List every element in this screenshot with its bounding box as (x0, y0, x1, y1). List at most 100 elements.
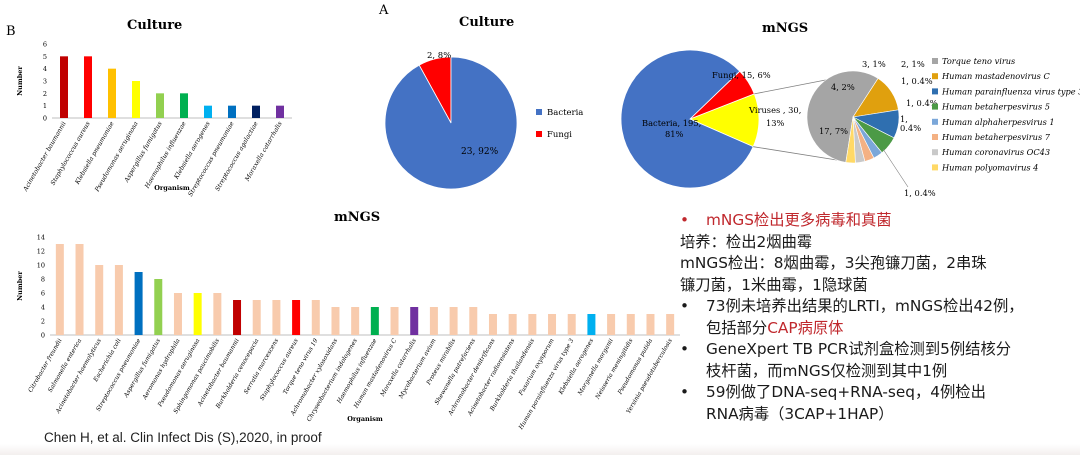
culture-bar-category-label-2: Klebsiella pneumoniae (74, 120, 116, 186)
mngs-bar-bar-25 (548, 314, 557, 335)
mngs-subpie-slice-6 (852, 116, 866, 164)
mngs-pie-slice-bacteria (620, 49, 754, 189)
bullet-2: • (680, 297, 690, 315)
culture-pie-label-fungi: 2, 8% (427, 51, 451, 61)
culture-bar-y-tick-0: 0 (43, 115, 47, 123)
bullet-3: • (680, 340, 690, 358)
mngs-subpie-legend-5: Human betaherpesvirus 7 (941, 132, 1051, 142)
mngs-subpie-label-6b: 0.4% (900, 123, 921, 133)
mngs-subpie-legend-3: Human betaherpesvirus 5 (941, 102, 1050, 112)
mngs-pie-slice-viruses (688, 93, 760, 148)
mngs-subpie-slice-5 (852, 116, 875, 162)
mngs-bar-category-label-28: Morganella morganii (576, 337, 615, 397)
mngs-pie-connector-upper (754, 76, 842, 95)
mngs-bar-bar-17 (390, 307, 399, 335)
culture-bar-y-tick-5: 5 (43, 53, 47, 61)
mngs-bar-bar-3 (114, 265, 123, 335)
mngs-bar-category-label-22: Achromobacter denitrificans (447, 338, 497, 418)
culture-bar-bar-9 (276, 105, 284, 118)
mngs-bar-category-label-23: Acinetobacter radioresistens (466, 338, 516, 418)
mngs-subpie-label-7: 1, 0.4% (904, 188, 936, 198)
culture-pie-legend-bacteria: Bacteria (547, 108, 583, 118)
culture-bar-category-label-9: Moraxella catarrhalis (243, 121, 283, 184)
culture-bar-category-label-1: Staphylococcus aureus (50, 121, 92, 187)
mngs-bar-bar-18 (410, 307, 419, 335)
mngs-bar-bar-12 (292, 300, 301, 335)
mngs-bar-bar-28 (607, 314, 616, 335)
mngs-bar-category-label-19: Mycobacterium avium (397, 337, 438, 400)
mngs-bar-bar-4 (134, 272, 143, 335)
bottom-fade (0, 444, 1080, 455)
mngs-subpie-slice-2 (852, 109, 900, 139)
mngs-subpie-legend-2: Human parainfluenza virus type 3 (941, 86, 1080, 96)
mngs-pie-title: mNGS (762, 21, 809, 36)
mngs-subpie-slice-7 (845, 116, 856, 164)
mngs-bar-y-tick-1: 2 (41, 318, 45, 326)
mngs-bar-category-label-2: Acinetobacter haemolyticus (54, 338, 103, 416)
mngs-bar-bar-26 (567, 314, 576, 335)
mngs-bar-bar-11 (272, 300, 281, 335)
culture-bar-bar-8 (252, 105, 260, 118)
notes-b2-line2-red: CAP病原体 (767, 318, 844, 337)
culture-bar-category-label-4: Aspergillus fumigatus (123, 121, 164, 185)
mngs-subpie-legend-swatch-7 (932, 164, 938, 171)
mngs-bar-y-tick-3: 6 (41, 290, 45, 298)
mngs-bar-title: mNGS (334, 210, 381, 225)
culture-bar-bar-5 (180, 93, 188, 118)
mngs-subpie-slice-3 (852, 116, 895, 154)
mngs-bar-bar-19 (429, 307, 438, 335)
mngs-bar-bar-27 (587, 314, 596, 335)
mngs-subpie-legend-1: Human mastadenovirus C (941, 71, 1050, 81)
mngs-bar-bar-6 (173, 293, 182, 335)
mngs-bar-category-label-21: Shewanella putrefaciens (433, 338, 477, 407)
mngs-bar-category-label-7: Pseudomonas aeruginosa (156, 337, 201, 409)
mngs-bar-category-label-31: Yersinia pseudotuberculosis (625, 338, 674, 415)
mngs-bar-bar-22 (488, 314, 497, 335)
bullet-4: • (680, 383, 690, 401)
mngs-subpie-legend-swatch-4 (932, 118, 938, 125)
mngs-bar-bar-23 (508, 314, 517, 335)
mngs-bar-category-label-13: Torque teno virus 19 (282, 337, 320, 395)
mngs-pie-slice-fungi (689, 70, 755, 120)
culture-bar-y-tick-4: 4 (43, 65, 47, 73)
mngs-bar-bar-24 (528, 314, 537, 335)
mngs-subpie-legend-4: Human alphaherpesvirus 1 (941, 117, 1055, 127)
mngs-subpie-label-1: 4, 2% (831, 82, 855, 92)
mngs-pie-label-viruses-line1: Viruses , 30, (748, 105, 801, 115)
mngs-subpie-legend-0: Torque teno virus (942, 56, 1015, 66)
mngs-bar-category-label-12: Staphylococcus aureus (259, 338, 300, 402)
mngs-subpie-leader (882, 148, 909, 188)
culture-bar-bar-1 (84, 56, 92, 118)
mngs-bar-bar-21 (469, 307, 478, 335)
mngs-bar-category-label-4: Streptococcus pneumoniae (95, 337, 143, 412)
notes-b2-line2-pre: 包括部分 (706, 318, 768, 337)
mngs-bar-category-label-16: Haemophilus influenzae (335, 337, 378, 405)
culture-bar-bar-2 (108, 68, 116, 118)
notes-headline: mNGS检出更多病毒和真菌 (706, 211, 892, 229)
culture-bar-bar-6 (204, 105, 212, 118)
mngs-subpie-slice-0 (806, 70, 879, 163)
mngs-pie-label-viruses-line2: 13% (766, 118, 785, 128)
mngs-subpie-label-2: 3, 1% (862, 59, 886, 69)
mngs-pie-label-bacteria-line1: Bacteria, 195, (642, 118, 701, 128)
mngs-bar-category-label-15: Chryseobacterium indologenes (306, 338, 359, 423)
culture-pie-title: Culture (459, 15, 515, 30)
mngs-bar-bar-7 (193, 293, 202, 335)
mngs-bar-category-label-0: Citrobacter freundii (27, 337, 64, 393)
culture-bar-bar-7 (228, 105, 236, 118)
mngs-subpie-label-3: 2, 1% (901, 59, 925, 69)
culture-bar-y-tick-3: 3 (43, 78, 47, 86)
mngs-subpie-slice-4 (852, 116, 883, 159)
culture-pie-legend-swatch-fungi (536, 131, 542, 137)
culture-pie-slice-bacteria (384, 56, 518, 190)
mngs-subpie-legend-swatch-3 (932, 103, 938, 110)
mngs-subpie-legend-swatch-0 (932, 58, 938, 64)
mngs-bar-y-tick-6: 12 (37, 248, 45, 256)
culture-pie-slice-fungi (418, 56, 452, 124)
citation: Chen H, et al. Clin Infect Dis (S),2020,… (44, 430, 322, 445)
mngs-bar-category-label-6: Aeromonas hydrophila (141, 337, 182, 401)
mngs-bar-category-label-10: Burkholderia cenocepacia (214, 337, 260, 411)
notes-b3-line1: GeneXpert TB PCR试剂盒检测到5例结核分 (706, 340, 1012, 358)
mngs-bar-bar-2 (95, 265, 104, 335)
culture-bar-category-label-5: Haemophilus influenzae (143, 120, 188, 190)
